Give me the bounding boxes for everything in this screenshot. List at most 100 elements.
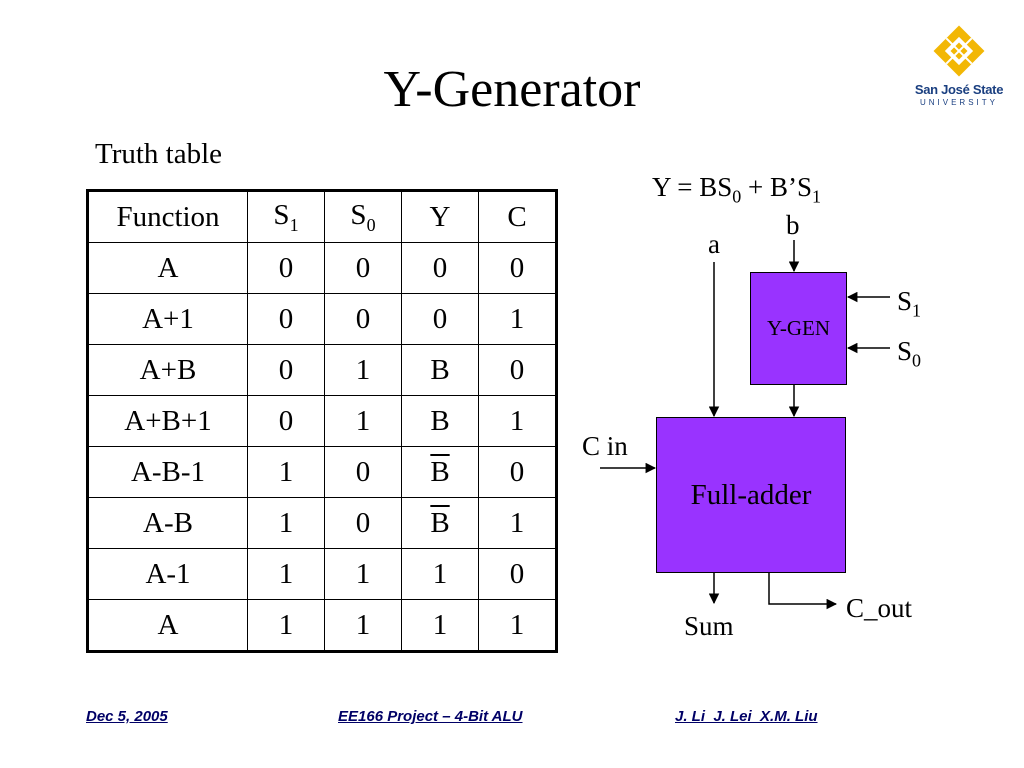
sum-label: Sum bbox=[684, 611, 734, 641]
table-cell: 0 bbox=[247, 395, 325, 447]
cell-value: 1 bbox=[278, 557, 294, 590]
table-cell: 0 bbox=[247, 293, 325, 345]
table-cell: B bbox=[401, 395, 479, 447]
table-row: A-B 1 0 B 1 bbox=[87, 497, 557, 549]
carry-in-label: C in bbox=[582, 431, 628, 461]
table-cell: 0 bbox=[478, 548, 557, 600]
full-adder-label: Full-adder bbox=[690, 478, 812, 511]
cell-value: 0 bbox=[278, 302, 294, 335]
cell-value: 1 bbox=[355, 557, 371, 590]
input-b-label: b bbox=[786, 210, 800, 240]
cell-value: A+1 bbox=[142, 302, 194, 335]
diamond-logo-icon bbox=[933, 25, 985, 77]
table-cell: 1 bbox=[324, 599, 402, 652]
header-text: S bbox=[273, 198, 290, 231]
carry-out-label: C_out bbox=[846, 593, 913, 623]
full-adder-block: Full-adder bbox=[656, 417, 846, 573]
table-cell: 1 bbox=[478, 599, 557, 652]
cell-value: A-1 bbox=[145, 557, 191, 590]
table-cell: 1 bbox=[401, 548, 479, 600]
table-cell: 0 bbox=[401, 242, 479, 294]
cell-value: 1 bbox=[278, 608, 294, 641]
logo-name: San José State bbox=[914, 82, 1004, 97]
table-row: A+1 0 0 0 1 bbox=[87, 293, 557, 345]
cell-value: 0 bbox=[509, 353, 525, 386]
y-equation: Y = BS0 + B’S1 bbox=[652, 172, 821, 211]
table-cell: 1 bbox=[324, 395, 402, 447]
table-cell: 0 bbox=[478, 446, 557, 498]
equation-sub-a: 0 bbox=[732, 186, 742, 207]
table-cell: A-1 bbox=[87, 548, 248, 600]
table-cell: A bbox=[87, 599, 248, 652]
table-cell: B bbox=[401, 446, 479, 498]
table-cell: B bbox=[401, 344, 479, 396]
table-cell: 1 bbox=[247, 497, 325, 549]
header-text: S bbox=[350, 198, 367, 231]
s1-sub: 1 bbox=[912, 300, 922, 321]
table-cell: 0 bbox=[247, 242, 325, 294]
table-caption: Truth table bbox=[95, 138, 223, 170]
header-text: Function bbox=[116, 200, 220, 233]
cell-value: B bbox=[430, 353, 450, 386]
table-row: A-1 1 1 1 0 bbox=[87, 548, 557, 600]
cell-value: 1 bbox=[432, 557, 448, 590]
equation-sub-b: 1 bbox=[812, 186, 821, 207]
table-cell: A+B+1 bbox=[87, 395, 248, 447]
table-cell: 0 bbox=[324, 293, 402, 345]
cell-value: 1 bbox=[278, 506, 294, 539]
cell-value: 1 bbox=[509, 608, 525, 641]
cell-value: A+B bbox=[139, 353, 197, 386]
cell-value: B bbox=[430, 404, 450, 437]
cell-value: 0 bbox=[432, 302, 448, 335]
table-cell: A-B-1 bbox=[87, 446, 248, 498]
table-cell: 0 bbox=[324, 497, 402, 549]
cell-value: 1 bbox=[355, 608, 371, 641]
cell-value-complement: B bbox=[430, 506, 450, 539]
cell-value: A-B-1 bbox=[130, 455, 206, 488]
cell-value: 0 bbox=[509, 455, 525, 488]
cell-value: 1 bbox=[355, 404, 371, 437]
table-cell: A+1 bbox=[87, 293, 248, 345]
cell-value: A bbox=[157, 251, 179, 284]
cell-value: 0 bbox=[432, 251, 448, 284]
footer-date: Dec 5, 2005 bbox=[86, 708, 168, 725]
select-s0-label: S0 bbox=[897, 336, 921, 375]
select-s1-label: S1 bbox=[897, 286, 921, 325]
equation-part-a: Y = BS bbox=[652, 172, 733, 202]
cell-value: 1 bbox=[509, 506, 525, 539]
header-text: C bbox=[507, 200, 527, 233]
logo-subtitle: UNIVERSITY bbox=[919, 98, 998, 107]
cell-value: 0 bbox=[509, 251, 525, 284]
university-logo: San José State UNIVERSITY bbox=[905, 22, 1013, 112]
table-cell: A+B bbox=[87, 344, 248, 396]
header-cell: Y bbox=[401, 190, 479, 243]
input-a-label: a bbox=[708, 229, 720, 259]
table-cell: A bbox=[87, 242, 248, 294]
table-cell: 0 bbox=[247, 344, 325, 396]
header-text: Y bbox=[429, 200, 451, 233]
cell-value: 0 bbox=[355, 506, 371, 539]
cell-value: 0 bbox=[509, 557, 525, 590]
cell-value: 1 bbox=[432, 608, 448, 641]
cell-value: A-B bbox=[143, 506, 193, 539]
table-cell: 1 bbox=[401, 599, 479, 652]
table-cell: 1 bbox=[247, 446, 325, 498]
ygen-block: Y-GEN bbox=[750, 272, 847, 385]
cell-value: 0 bbox=[355, 251, 371, 284]
table-cell: A-B bbox=[87, 497, 248, 549]
cell-value: 0 bbox=[355, 302, 371, 335]
footer-project: EE166 Project – 4-Bit ALU bbox=[338, 708, 523, 725]
cell-value-complement: B bbox=[430, 455, 450, 488]
table-cell: 1 bbox=[478, 395, 557, 447]
ygen-label: Y-GEN bbox=[767, 316, 830, 340]
header-subscript: 0 bbox=[366, 214, 376, 235]
cell-value: 0 bbox=[278, 353, 294, 386]
cell-value: 1 bbox=[509, 302, 525, 335]
cell-value: 0 bbox=[278, 404, 294, 437]
header-cell: C bbox=[478, 190, 557, 243]
